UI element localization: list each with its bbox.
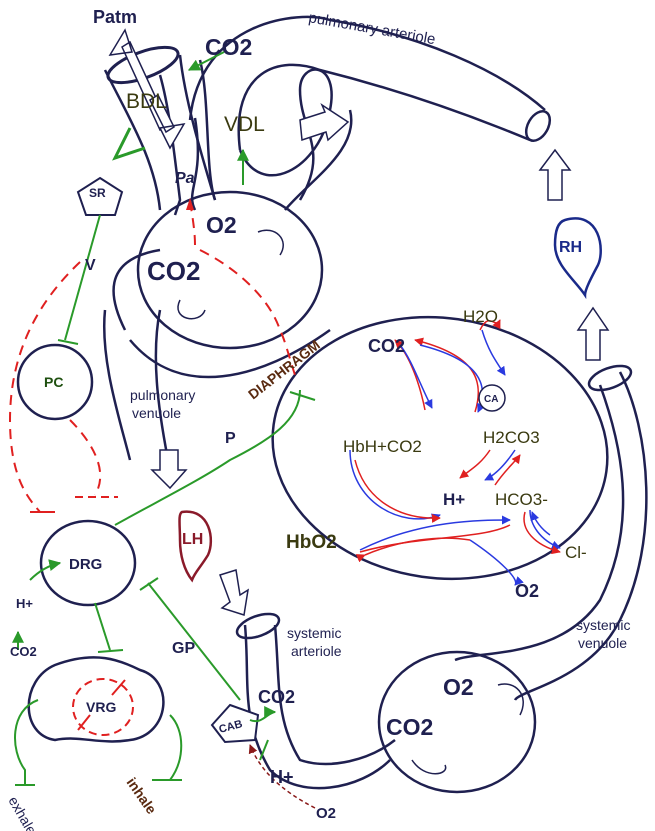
h2co3-label: H2CO3 xyxy=(483,428,540,447)
v-label: V xyxy=(85,257,96,274)
o2-cab-arrow xyxy=(248,744,316,809)
patm-label: Patm xyxy=(93,7,137,27)
flow-arrows xyxy=(108,28,610,616)
flow-arrow-venuole xyxy=(150,449,188,490)
swirl-arrows xyxy=(177,229,524,775)
red-blood-cell xyxy=(271,315,609,581)
sr-receptor xyxy=(76,176,124,216)
co2-alveolus-label: CO2 xyxy=(147,256,200,286)
h-drg-label: H+ xyxy=(16,596,33,611)
systemic-vessels xyxy=(235,364,648,790)
hplus-rbc-label: H+ xyxy=(443,490,465,509)
flow-arrow-rh-in xyxy=(576,306,610,361)
flow-arrow-down xyxy=(149,93,186,150)
exhale-label: exhale xyxy=(5,794,40,831)
lh-heart xyxy=(178,510,213,583)
ca-enzyme xyxy=(478,384,506,412)
hco3-label: HCO3- xyxy=(495,490,548,509)
alveolus xyxy=(136,190,324,350)
flow-arrow-lh xyxy=(219,569,250,616)
p-label: P xyxy=(225,430,236,447)
rh-label: RH xyxy=(559,239,582,256)
h2o-label: H2O xyxy=(463,307,498,326)
ca-label: CA xyxy=(484,394,498,405)
pulmonary-venuole-label-2: venuole xyxy=(132,405,181,421)
pa-label: Pa xyxy=(175,170,195,187)
systemic-arteriole-label-1: systemic xyxy=(287,625,341,641)
co2-drg-label: CO2 xyxy=(10,644,37,659)
co2-cab-label: CO2 xyxy=(258,687,295,707)
pc-label: PC xyxy=(44,374,63,390)
systemic-venuole-label-2: venuole xyxy=(578,635,627,651)
gp-label: GP xyxy=(172,640,195,657)
systemic-arteriole-label-2: arteriole xyxy=(291,643,342,659)
hbo2-label: HbO2 xyxy=(286,532,337,553)
co2-rbc-label: CO2 xyxy=(368,336,405,356)
vrg-inner xyxy=(72,678,134,736)
systemic-venuole-label-1: systemic xyxy=(576,617,630,633)
o2-tissue-label: O2 xyxy=(443,674,474,700)
hbh-co2-label: HbH+CO2 xyxy=(343,437,422,456)
h-cab-label: H+ xyxy=(270,767,294,787)
cab-label: CAB xyxy=(218,718,244,736)
pa-red-arrowhead xyxy=(186,198,194,210)
o2-rbc-label: O2 xyxy=(515,581,539,601)
bdl-check-arrow xyxy=(112,127,146,161)
cl-label: Cl- xyxy=(565,543,587,562)
green-signal-lines xyxy=(12,51,316,786)
vrg-label: VRG xyxy=(86,699,116,715)
lh-label: LH xyxy=(182,531,203,548)
co2-top-label: CO2 xyxy=(205,34,252,60)
flow-arrow-pulmonary xyxy=(299,103,350,142)
drg-node xyxy=(39,519,137,607)
pulmonary-arteriole-label: pulmonary arteriole xyxy=(307,9,436,48)
drg-label: DRG xyxy=(69,556,102,573)
tissue-capillary xyxy=(377,650,537,794)
vrg-inhibit-marks xyxy=(77,679,126,731)
rh-heart xyxy=(553,217,602,300)
vdl-label: VDL xyxy=(224,113,265,136)
flow-arrow-rh-out xyxy=(538,148,572,201)
pulmonary-venuole-label-1: pulmonary xyxy=(130,387,195,403)
o2-cab-label: O2 xyxy=(316,805,336,822)
o2-alveolus-label: O2 xyxy=(206,212,237,238)
pc-node xyxy=(16,343,94,421)
cab-receptor xyxy=(210,703,260,744)
bdl-label: BDL xyxy=(126,90,167,113)
co2-tissue-label: CO2 xyxy=(386,714,433,740)
sr-label: SR xyxy=(89,186,106,200)
